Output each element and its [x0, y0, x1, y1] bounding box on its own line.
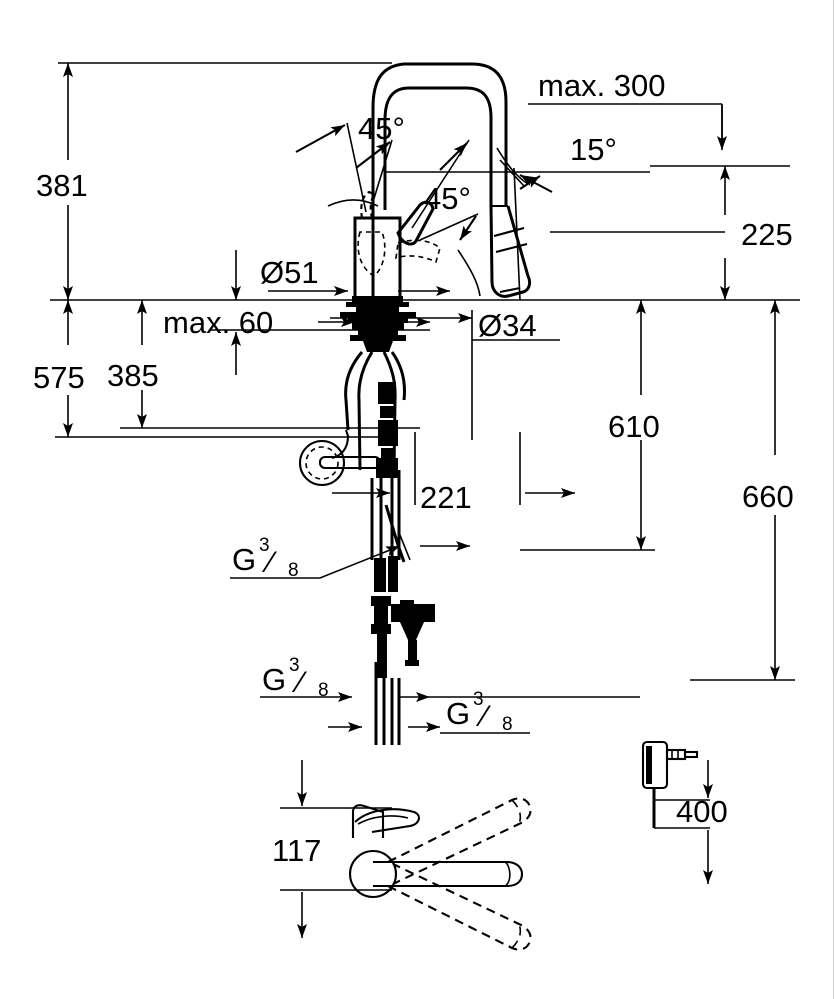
plan-view-swivel: 117 [272, 760, 532, 951]
thread-g38-ll-denominator: 8 [318, 680, 329, 701]
dimension-660-label: 660 [742, 479, 794, 514]
dimension-max-300: max. 300 [538, 68, 727, 150]
thread-g38-lr-denominator: 8 [502, 714, 513, 735]
dimension-117-label: 117 [272, 833, 321, 868]
dimension-400-label: 400 [676, 794, 728, 829]
dimension-610: 610 [608, 300, 660, 550]
mounting-flange [340, 296, 416, 352]
dimension-dia-34: Ø34 [330, 308, 537, 343]
thread-g38-left-denominator: 8 [288, 560, 299, 581]
dimension-660: 660 [742, 300, 794, 680]
thread-label-g38-lower-right: G 3 ⁄ 8 [328, 689, 530, 735]
thread-label-g38-lower-left: G 3 ⁄ 8 [260, 655, 640, 702]
thread-g38-left-numerator: 3 [259, 535, 270, 556]
dimension-221-label: 221 [420, 480, 472, 515]
dimension-dia-34-label: Ø34 [478, 308, 537, 343]
thread-g38-lr-numerator: 3 [473, 689, 484, 710]
dimension-dia-51-label: Ø51 [260, 255, 319, 290]
reference-lines [50, 62, 800, 681]
thread-g38-left-letter: G [232, 542, 256, 577]
dimension-381: 381 [36, 63, 88, 300]
dimension-610-label: 610 [608, 409, 660, 444]
dimension-381-label: 381 [36, 168, 88, 203]
dimension-385-label: 385 [107, 358, 159, 393]
angle-15: 15° [496, 132, 617, 193]
dimension-575: 575 [33, 300, 85, 437]
angle-45-upper: 45° [295, 111, 405, 213]
dimension-385: 385 [107, 300, 159, 428]
dimension-dia-51: Ø51 [260, 255, 450, 296]
thread-g38-lr-letter: G [446, 696, 470, 731]
thread-g38-ll-numerator: 3 [289, 655, 300, 676]
supply-hose-assembly [298, 351, 435, 745]
dimension-221: 221 [332, 480, 575, 515]
thread-g38-ll-letter: G [262, 662, 286, 697]
dimension-max-300-label: max. 300 [538, 68, 666, 103]
power-adapter-view: 400 [641, 740, 728, 884]
valve-assembly [371, 596, 435, 678]
angle-45-lower: 45° [411, 139, 481, 297]
dimension-225: 225 [720, 166, 793, 300]
dimension-575-label: 575 [33, 360, 85, 395]
angle-45-upper-label: 45° [358, 111, 405, 146]
dimension-max-60-label: max. 60 [163, 305, 273, 340]
faucet-elevation-drawing [298, 62, 532, 745]
angle-15-label: 15° [570, 132, 617, 167]
thread-label-g38-left: G 3 ⁄ 8 [230, 529, 470, 581]
dimension-225-label: 225 [741, 217, 793, 252]
